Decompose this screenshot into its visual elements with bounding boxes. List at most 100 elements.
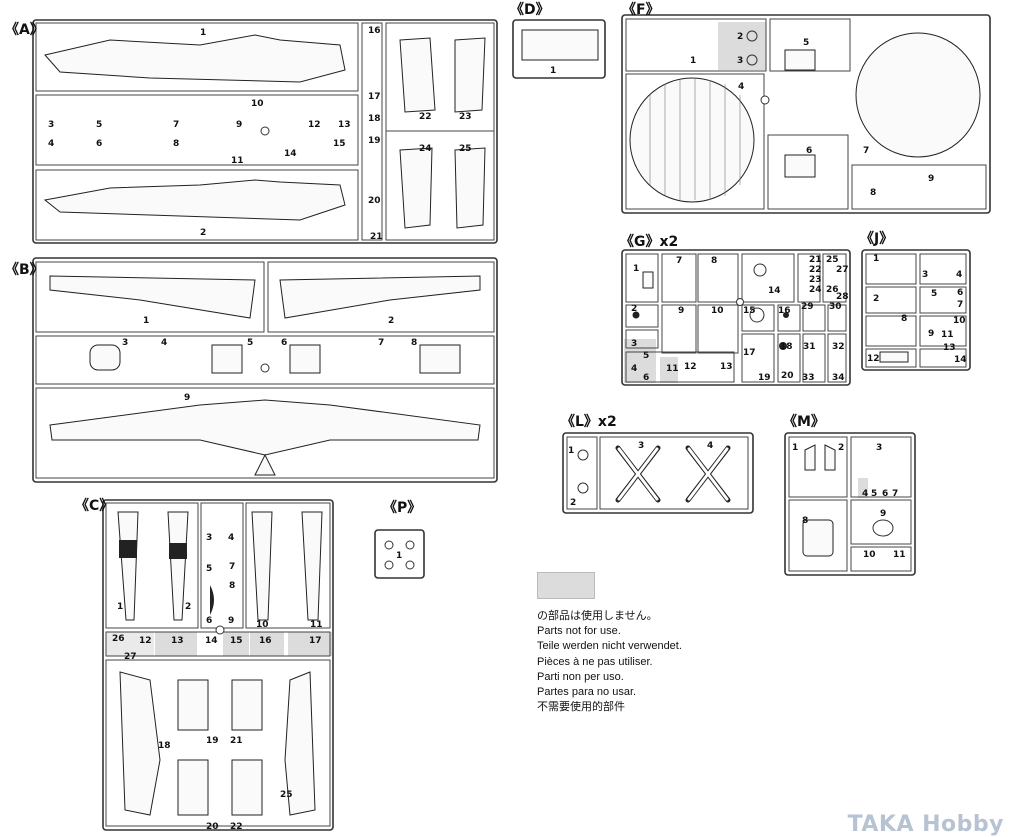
sprue-m <box>784 432 916 576</box>
part-number-m-3: 3 <box>876 443 882 453</box>
sprue-label-g: 《G》x2 <box>620 234 678 250</box>
part-number-c-10: 10 <box>256 620 269 630</box>
part-number-g-30: 30 <box>829 302 842 312</box>
part-number-a-23: 23 <box>459 112 472 122</box>
sprue-label-l: 《L》x2 <box>561 414 617 430</box>
part-number-a-10: 10 <box>251 99 264 109</box>
part-number-g-32: 32 <box>832 342 845 352</box>
part-number-j-9: 9 <box>928 329 934 339</box>
part-number-c-2: 2 <box>185 602 191 612</box>
part-number-l-2: 2 <box>570 498 576 508</box>
part-number-g-1: 1 <box>633 264 639 274</box>
part-number-j-12: 12 <box>867 354 880 364</box>
part-number-b-8: 8 <box>411 338 417 348</box>
sprue-b <box>32 257 498 483</box>
part-number-g-18: 18 <box>780 342 793 352</box>
part-number-c-14: 14 <box>205 636 218 646</box>
legend-line: Parti non per uso. <box>537 670 624 683</box>
part-number-g-21: 21 <box>809 255 822 265</box>
part-number-a-17: 17 <box>368 92 381 102</box>
unused-part-shading <box>106 22 868 656</box>
part-number-f-3: 3 <box>737 56 743 66</box>
part-number-g-15: 15 <box>743 306 756 316</box>
part-number-a-12: 12 <box>308 120 321 130</box>
part-number-f-1: 1 <box>690 56 696 66</box>
part-number-m-8: 8 <box>802 516 808 526</box>
part-number-a-24: 24 <box>419 144 432 154</box>
part-number-j-10: 10 <box>953 316 966 326</box>
part-number-j-8: 8 <box>901 314 907 324</box>
part-number-b-6: 6 <box>281 338 287 348</box>
part-number-b-4: 4 <box>161 338 167 348</box>
part-number-c-4: 4 <box>228 533 234 543</box>
part-number-g-8: 8 <box>711 256 717 266</box>
part-number-g-17: 17 <box>743 348 756 358</box>
part-number-c-21: 21 <box>230 736 243 746</box>
part-number-g-14: 14 <box>768 286 781 296</box>
part-number-a-11: 11 <box>231 156 244 166</box>
part-number-j-6: 6 <box>957 288 963 298</box>
part-number-j-4: 4 <box>956 270 962 280</box>
legend-line: Pièces à ne pas utiliser. <box>537 655 653 668</box>
legend-line: Partes para no usar. <box>537 686 637 699</box>
part-number-j-13: 13 <box>943 343 956 353</box>
part-number-a-8: 8 <box>173 139 179 149</box>
part-number-g-7: 7 <box>676 256 682 266</box>
part-number-c-19: 19 <box>206 736 219 746</box>
part-number-c-20: 20 <box>206 822 219 832</box>
part-number-g-24: 24 <box>809 285 822 295</box>
part-number-a-15: 15 <box>333 139 346 149</box>
part-number-f-4: 4 <box>738 82 744 92</box>
sprue-f <box>621 14 991 214</box>
part-number-a-22: 22 <box>419 112 432 122</box>
part-number-p-1: 1 <box>396 551 402 561</box>
part-number-f-5: 5 <box>803 38 809 48</box>
part-number-j-14: 14 <box>954 355 967 365</box>
part-number-b-5: 5 <box>247 338 253 348</box>
part-number-b-3: 3 <box>122 338 128 348</box>
watermark: TAKA Hobby <box>847 812 1004 837</box>
part-number-c-22: 22 <box>230 822 243 832</box>
part-number-m-6: 6 <box>882 489 888 499</box>
part-number-g-20: 20 <box>781 371 794 381</box>
part-number-g-29: 29 <box>801 302 814 312</box>
part-number-a-14: 14 <box>284 149 297 159</box>
sprue-label-p: 《P》 <box>383 500 421 516</box>
part-number-g-28: 28 <box>836 292 849 302</box>
part-number-g-19: 19 <box>758 373 771 383</box>
not-for-use-legend: の部品は使用しません。 Parts not for use. Teile wer… <box>537 572 682 715</box>
part-number-g-23: 23 <box>809 275 822 285</box>
part-number-a-19: 19 <box>368 136 381 146</box>
part-number-g-33: 33 <box>802 373 815 383</box>
part-number-a-16: 16 <box>368 26 381 36</box>
legend-shade-swatch <box>537 572 595 599</box>
part-number-a-6: 6 <box>96 139 102 149</box>
part-number-c-16: 16 <box>259 636 272 646</box>
part-number-a-4: 4 <box>48 139 54 149</box>
part-number-j-5: 5 <box>931 289 937 299</box>
part-number-c-8: 8 <box>229 581 235 591</box>
sprue-c <box>102 499 334 831</box>
legend-line: 不需要使用的部件 <box>537 701 625 714</box>
part-number-m-4: 4 <box>862 489 868 499</box>
part-number-m-7: 7 <box>892 489 898 499</box>
part-number-m-10: 10 <box>863 550 876 560</box>
legend-line: Teile werden nicht verwendet. <box>537 640 682 653</box>
part-number-g-9: 9 <box>678 306 684 316</box>
part-number-g-3: 3 <box>631 339 637 349</box>
part-number-m-1: 1 <box>792 443 798 453</box>
part-number-a-9: 9 <box>236 120 242 130</box>
part-number-b-9: 9 <box>184 393 190 403</box>
part-number-c-3: 3 <box>206 533 212 543</box>
part-number-f-8: 8 <box>870 188 876 198</box>
part-number-c-27: 27 <box>124 652 137 662</box>
part-number-j-7: 7 <box>957 300 963 310</box>
part-number-a-1: 1 <box>200 28 206 38</box>
part-number-m-2: 2 <box>838 443 844 453</box>
part-number-a-25: 25 <box>459 144 472 154</box>
sprue-j <box>861 249 971 371</box>
part-number-g-12: 12 <box>684 362 697 372</box>
part-number-c-18: 18 <box>158 741 171 751</box>
